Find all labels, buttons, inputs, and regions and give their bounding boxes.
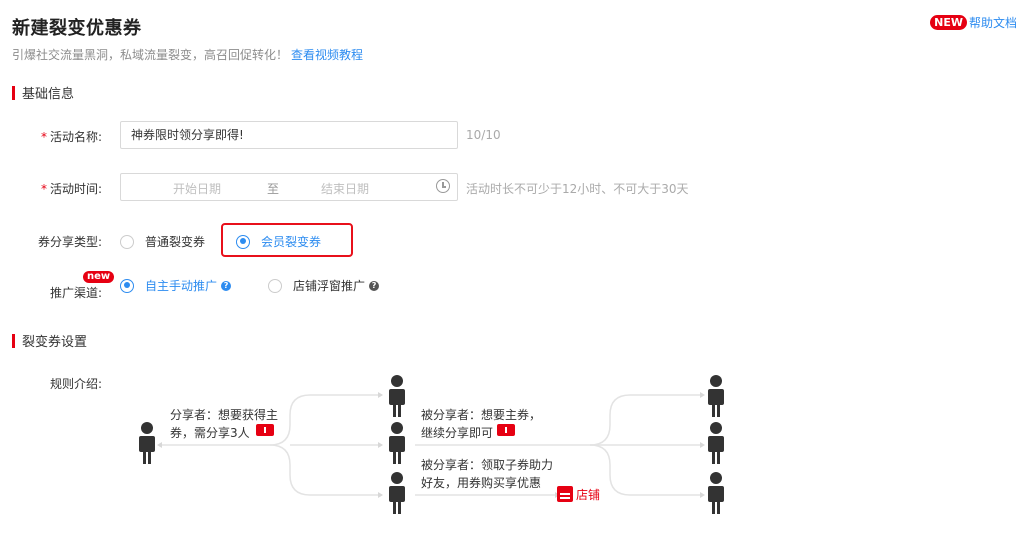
required-mark: * bbox=[40, 182, 47, 196]
help-doc-link[interactable]: 帮助文档 bbox=[968, 16, 1017, 30]
person-icon bbox=[389, 472, 405, 514]
channel-new-badge: new bbox=[83, 271, 115, 283]
shop-label: 店铺 bbox=[576, 488, 601, 502]
sharer-text-1: 分享者：想要获得主 bbox=[170, 408, 279, 422]
start-date-input[interactable]: 开始日期 bbox=[173, 182, 222, 196]
activity-name-count: 10/10 bbox=[466, 128, 501, 142]
share-type-normal-label: 普通裂变券 bbox=[145, 235, 206, 249]
section-fission-settings: 裂变券设置 bbox=[12, 331, 87, 350]
person-icon bbox=[708, 472, 724, 514]
clock-icon bbox=[436, 179, 450, 193]
radio-normal[interactable] bbox=[120, 234, 134, 249]
date-range-picker[interactable]: 开始日期 至 结束日期 bbox=[120, 173, 458, 201]
sub-coupon-text-2: 好友，用券购买享优惠 bbox=[421, 476, 542, 490]
rules-diagram bbox=[139, 375, 724, 514]
highlight-box bbox=[221, 223, 353, 257]
video-tutorial-link[interactable]: 查看视频教程 bbox=[291, 48, 364, 62]
activity-name-input[interactable]: 神券限时领分享即得! bbox=[120, 121, 458, 149]
channel-manual-option[interactable]: 自主手动推广 ? bbox=[120, 277, 232, 294]
required-mark: * bbox=[40, 130, 47, 144]
sharee-text-2: 继续分享即可 bbox=[421, 426, 494, 440]
activity-time-label: *活动时间: bbox=[40, 182, 102, 196]
rules-label: 规则介绍: bbox=[49, 377, 102, 391]
question-icon[interactable]: ? bbox=[369, 280, 380, 291]
share-type-member-label: 会员裂变券 bbox=[261, 235, 322, 249]
channel-floating-label: 店铺浮窗推广 bbox=[293, 279, 366, 293]
share-type-normal-option[interactable]: 普通裂变券 bbox=[120, 233, 205, 250]
radio-manual[interactable] bbox=[120, 278, 134, 293]
channel-floating-option[interactable]: 店铺浮窗推广 ? bbox=[268, 277, 380, 294]
page-title: 新建裂变优惠券 bbox=[12, 18, 142, 39]
section-title: 裂变券设置 bbox=[22, 335, 88, 350]
sub-coupon-text-1: 被分享者：领取子券助力 bbox=[421, 458, 554, 472]
end-date-input[interactable]: 结束日期 bbox=[321, 182, 370, 196]
coupon-icon bbox=[497, 424, 515, 436]
person-icon bbox=[389, 375, 405, 417]
share-type-member-option[interactable]: 会员裂变券 bbox=[236, 233, 321, 250]
radio-member[interactable] bbox=[236, 234, 250, 249]
person-icon bbox=[389, 422, 405, 464]
activity-time-hint: 活动时长不可少于12小时、不可大于30天 bbox=[466, 182, 689, 196]
share-type-label: 券分享类型: bbox=[37, 235, 102, 249]
sharer-text-2: 券，需分享3人 bbox=[170, 426, 250, 440]
person-icon bbox=[708, 375, 724, 417]
shop-icon bbox=[557, 486, 573, 502]
section-title: 基础信息 bbox=[22, 87, 75, 102]
channel-manual-label: 自主手动推广 bbox=[145, 279, 218, 293]
activity-name-label: *活动名称: bbox=[40, 130, 102, 144]
help-area: NEW 帮助文档 bbox=[930, 14, 1017, 31]
channel-label: 推广渠道: bbox=[49, 286, 102, 300]
person-icon bbox=[139, 422, 155, 464]
date-separator: 至 bbox=[267, 182, 280, 196]
radio-floating[interactable] bbox=[268, 278, 282, 293]
section-marker bbox=[12, 333, 15, 348]
page-subtitle: 引爆社交流量黑洞，私域流量裂变，高召回促转化！ bbox=[12, 48, 289, 62]
section-basic-info: 基础信息 bbox=[12, 83, 74, 102]
person-icon bbox=[708, 422, 724, 464]
sharee-text-1: 被分享者：想要主券， bbox=[421, 408, 542, 422]
question-icon[interactable]: ? bbox=[221, 280, 232, 291]
new-badge: NEW bbox=[930, 15, 967, 30]
section-marker bbox=[12, 85, 15, 100]
coupon-icon bbox=[256, 424, 274, 436]
